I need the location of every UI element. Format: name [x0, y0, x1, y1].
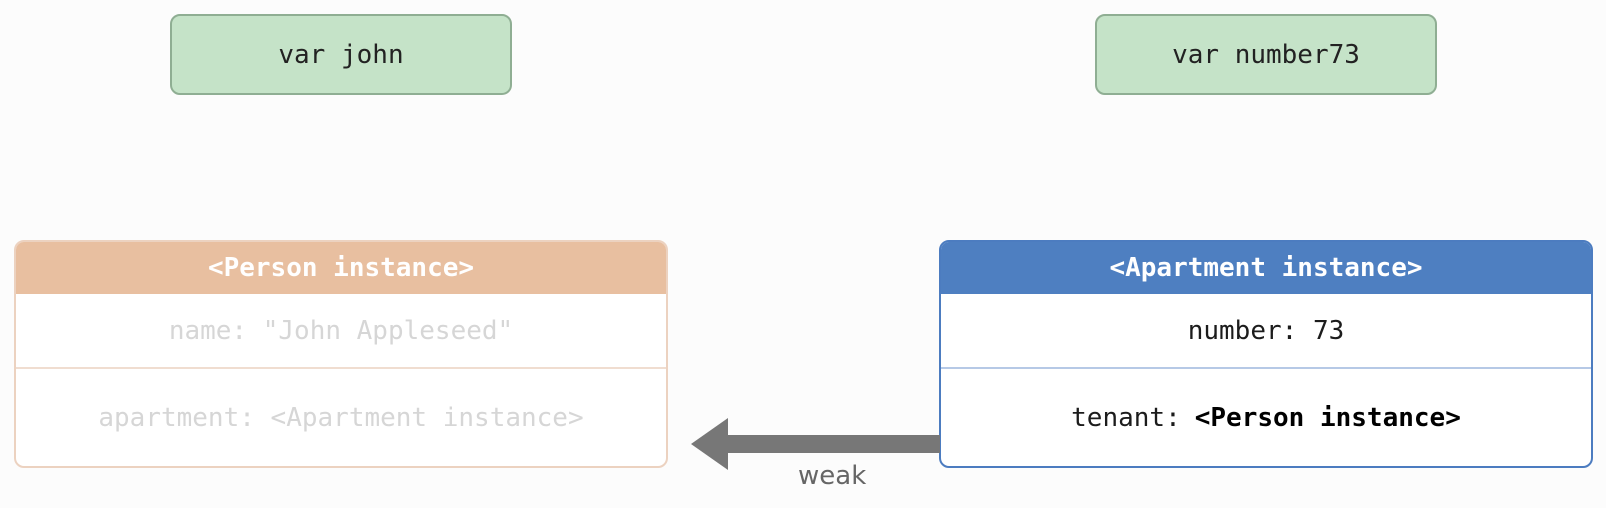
apartment-instance-header: <Apartment instance>: [941, 242, 1591, 294]
weak-label: weak: [798, 461, 867, 491]
apartment-tenant-row: tenant: <Person instance>: [941, 369, 1591, 466]
var-john-box: var john: [170, 14, 512, 95]
var-number73-box: var number73: [1095, 14, 1437, 95]
arrow-shaft: [728, 435, 940, 453]
apartment-instance-box: <Apartment instance> number: 73 tenant: …: [939, 240, 1593, 468]
tenant-label: tenant:: [1071, 402, 1181, 433]
tenant-value: <Person instance>: [1194, 402, 1461, 433]
person-instance-box: <Person instance> name: "John Appleseed"…: [14, 240, 668, 468]
var-number73-label: var number73: [1172, 39, 1360, 70]
person-instance-header: <Person instance>: [16, 242, 666, 294]
apartment-number-row: number: 73: [941, 294, 1591, 369]
person-name-row: name: "John Appleseed": [16, 294, 666, 369]
arrow-head: [691, 418, 728, 470]
person-apartment-row: apartment: <Apartment instance>: [98, 402, 584, 433]
var-john-label: var john: [278, 39, 404, 70]
